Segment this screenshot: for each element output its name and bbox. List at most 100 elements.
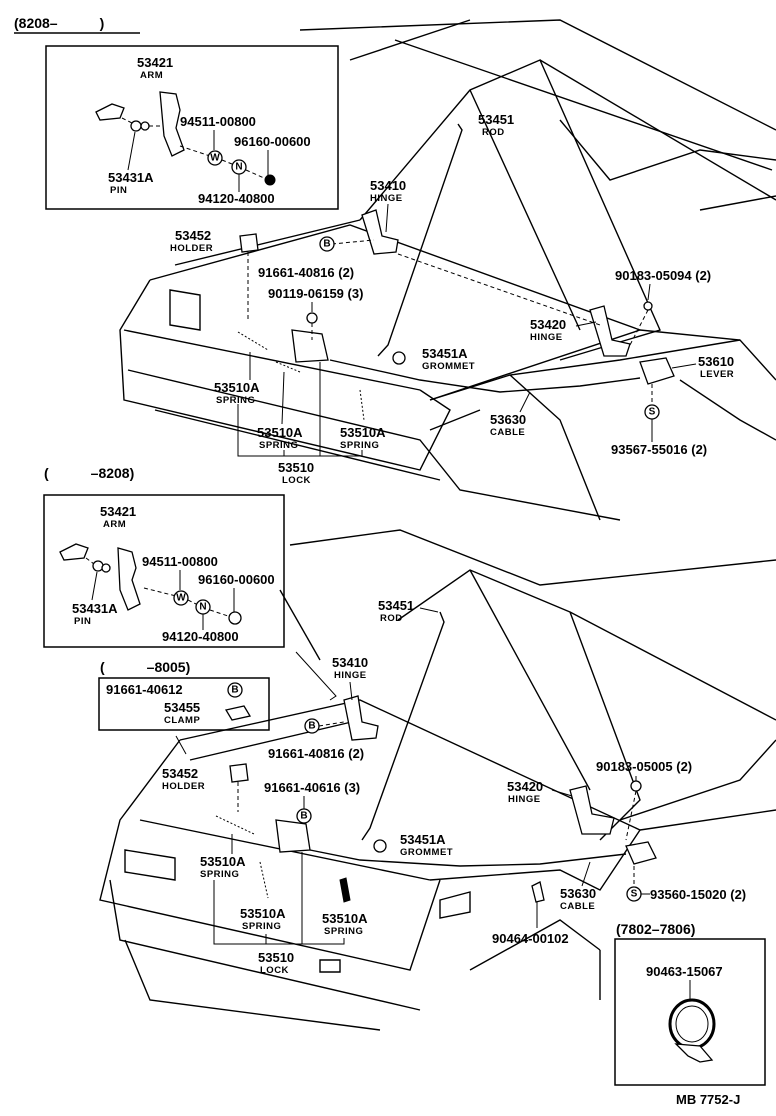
spring3-number: 53510A bbox=[322, 911, 368, 926]
sym-b: B bbox=[323, 239, 330, 250]
bolt-b3-part: 91661-40616 (3) bbox=[264, 780, 360, 795]
spring1-label: SPRING bbox=[216, 395, 255, 406]
b-symbol bbox=[319, 236, 335, 252]
spring2-shape bbox=[259, 861, 269, 899]
hinge-label: HINGE bbox=[334, 670, 367, 681]
top-range-label: (8208– ) bbox=[14, 15, 104, 31]
rod-shape bbox=[361, 611, 445, 841]
nut-part-number: 96160-00600 bbox=[198, 572, 275, 587]
grommet-label: GROMMET bbox=[422, 361, 475, 372]
bottom-section: ( –8208) 53421 ARM W N 94511-00800 96160… bbox=[43, 465, 776, 1107]
clip-part: 93560-15020 (2) bbox=[650, 887, 746, 902]
cable-shape bbox=[329, 359, 641, 393]
clamp-shape bbox=[224, 705, 252, 721]
clip-part: 93567-55016 (2) bbox=[611, 442, 707, 457]
grommet-label: GROMMET bbox=[400, 847, 453, 858]
pin-label: PIN bbox=[110, 185, 127, 196]
lock-shape bbox=[275, 819, 311, 853]
band-clip-shape bbox=[668, 998, 716, 1063]
washer-part-number: 94511-00800 bbox=[142, 554, 218, 569]
grommet-number: 53451A bbox=[422, 346, 468, 361]
bottom-inset: 53421 ARM W N 94511-00800 96160-00600 53… bbox=[59, 504, 275, 644]
spring2-shape bbox=[275, 361, 301, 373]
cable-number: 53630 bbox=[490, 412, 526, 427]
spring1-shape bbox=[215, 815, 255, 835]
spring1-shape bbox=[237, 331, 269, 351]
plug-shape bbox=[531, 881, 545, 903]
inset2-part: 90463-15067 bbox=[646, 964, 723, 979]
clamp-b-symbol bbox=[227, 682, 243, 698]
arm-label: ARM bbox=[103, 519, 126, 530]
holder-number: 53452 bbox=[162, 766, 198, 781]
spring1-number: 53510A bbox=[200, 854, 246, 869]
bottom-inset-box bbox=[43, 494, 285, 648]
lock-shape bbox=[291, 329, 329, 363]
cable-label: CABLE bbox=[560, 901, 595, 912]
pin-number: 53431A bbox=[72, 601, 118, 616]
pin-label: PIN bbox=[74, 616, 91, 627]
holder-number: 53452 bbox=[175, 228, 211, 243]
lock-label: LOCK bbox=[282, 475, 311, 486]
rod-shape bbox=[377, 123, 463, 357]
hinge-shape bbox=[361, 209, 399, 255]
hinge-number: 53410 bbox=[370, 178, 406, 193]
spring2-label: SPRING bbox=[259, 440, 298, 451]
arm-part bbox=[159, 91, 185, 157]
bracket-shape bbox=[95, 103, 125, 121]
hinge2-shape bbox=[569, 785, 615, 835]
hinge2-number: 53420 bbox=[507, 779, 543, 794]
holder-shape bbox=[239, 233, 259, 253]
grommet-shape bbox=[373, 839, 387, 853]
inset2-box bbox=[614, 938, 766, 1086]
bolt-part-number: 94120-40800 bbox=[162, 629, 239, 644]
arm-number: 53421 bbox=[137, 55, 173, 70]
holder-shape bbox=[229, 763, 249, 783]
bracket-shape bbox=[59, 543, 89, 561]
washer-part-number: 94511-00800 bbox=[180, 114, 256, 129]
bolt-b-part: 91661-40816 (2) bbox=[258, 265, 354, 280]
top-car-body bbox=[119, 19, 776, 521]
washer-symbol bbox=[173, 590, 189, 606]
holder-label: HOLDER bbox=[162, 781, 205, 792]
plug-part: 90464-00102 bbox=[492, 931, 569, 946]
clamp-number: 53455 bbox=[164, 700, 200, 715]
rod-number: 53451 bbox=[478, 112, 514, 127]
grommet-shape bbox=[392, 351, 406, 365]
lock-number: 53510 bbox=[278, 460, 314, 475]
sym-b-2: B bbox=[300, 811, 307, 822]
sym-w: W bbox=[210, 153, 220, 164]
bolt-b-part: 91661-40816 (2) bbox=[268, 746, 364, 761]
cable-shape bbox=[309, 849, 627, 867]
pin-part bbox=[92, 560, 104, 572]
sym-n: N bbox=[199, 602, 206, 613]
screw-part: 90119-06159 (3) bbox=[268, 286, 363, 301]
bottom-range-label: ( –8208) bbox=[44, 465, 134, 481]
bolt-90183-part: 90183-05094 (2) bbox=[615, 268, 711, 283]
hinge2-number: 53420 bbox=[530, 317, 566, 332]
bottom-car-body bbox=[99, 529, 776, 1031]
sym-b: B bbox=[308, 721, 315, 732]
top-section: (8208– ) 53421 ARM W N 94511-00800 9 bbox=[14, 15, 776, 521]
washer-symbol bbox=[207, 150, 223, 166]
diagram-code: MB 7752-J bbox=[676, 1092, 740, 1107]
spring3-number: 53510A bbox=[340, 425, 386, 440]
lock-label: LOCK bbox=[260, 965, 289, 976]
lever-label: LEVER bbox=[700, 369, 734, 380]
inset2-range-label: (7802–7806) bbox=[616, 921, 695, 937]
nut-part bbox=[228, 611, 242, 625]
clamp-bolt-part: 91661-40612 bbox=[106, 682, 183, 697]
cable-number: 53630 bbox=[560, 886, 596, 901]
bolt-part-number: 94120-40800 bbox=[198, 191, 275, 206]
spring1-number: 53510A bbox=[214, 380, 260, 395]
spring3-label: SPRING bbox=[340, 440, 379, 451]
clamp-label: CLAMP bbox=[164, 715, 200, 726]
clamp-box bbox=[98, 677, 270, 731]
pin-part bbox=[130, 120, 142, 132]
rod-number: 53451 bbox=[378, 598, 414, 613]
spring2-label: SPRING bbox=[242, 921, 281, 932]
hinge2-label: HINGE bbox=[530, 332, 563, 343]
nut-part bbox=[264, 174, 276, 186]
pin-number: 53431A bbox=[108, 170, 154, 185]
sym-s: S bbox=[649, 407, 656, 418]
